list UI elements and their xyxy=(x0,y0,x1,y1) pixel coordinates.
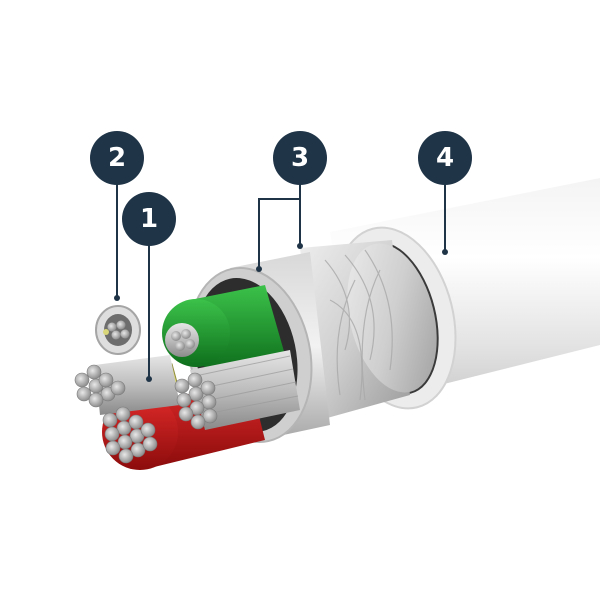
callout-anchor-3a xyxy=(297,243,303,249)
green-wire xyxy=(162,285,285,370)
callout-badge-1: 1 xyxy=(122,192,176,246)
shielded-core-ring xyxy=(95,305,141,355)
callout-anchor-2 xyxy=(114,295,120,301)
braided-shield xyxy=(300,240,437,420)
callout-badge-2: 2 xyxy=(90,131,144,185)
callout-leader-3-bar xyxy=(258,198,301,200)
callout-label-2: 2 xyxy=(107,143,127,173)
callout-anchor-1 xyxy=(146,376,152,382)
callout-anchor-3b xyxy=(256,266,262,272)
callout-leader-3-stem xyxy=(299,183,301,245)
callout-anchor-4 xyxy=(442,249,448,255)
callout-leader-3-branch xyxy=(258,198,260,268)
callout-leader-2 xyxy=(116,183,118,297)
conductor-bundle-bottom xyxy=(102,406,158,464)
callout-label-4: 4 xyxy=(435,143,455,173)
callout-leader-1 xyxy=(148,244,150,378)
callout-badge-4: 4 xyxy=(418,131,472,185)
conductor-bundle-left xyxy=(74,355,180,415)
callout-label-3: 3 xyxy=(290,143,310,173)
callout-label-1: 1 xyxy=(139,204,159,234)
callout-badge-3: 3 xyxy=(273,131,327,185)
callout-leader-4 xyxy=(444,183,446,251)
conductor-bundle-right xyxy=(174,350,300,430)
